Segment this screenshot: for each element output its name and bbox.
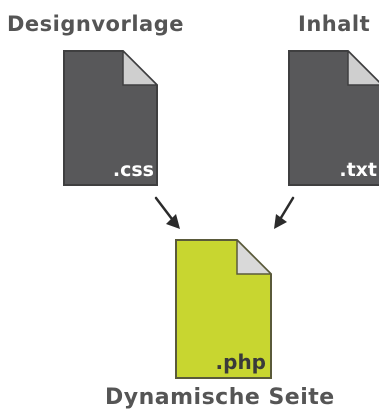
content-label: Inhalt bbox=[298, 12, 371, 36]
txt-extension-label: .txt bbox=[339, 159, 377, 181]
design-template-label: Designvorlage bbox=[7, 12, 184, 36]
php-file-icon: .php bbox=[175, 239, 272, 379]
arrow-icon bbox=[277, 196, 295, 223]
css-extension-label: .css bbox=[112, 159, 154, 181]
txt-file-icon: .txt bbox=[288, 50, 379, 186]
arrow-head-right bbox=[274, 214, 287, 229]
dynamic-page-label: Dynamische Seite bbox=[105, 385, 335, 410]
php-extension-label: .php bbox=[215, 350, 266, 374]
arrow-head-left bbox=[166, 214, 180, 229]
css-file-icon: .css bbox=[63, 50, 158, 186]
